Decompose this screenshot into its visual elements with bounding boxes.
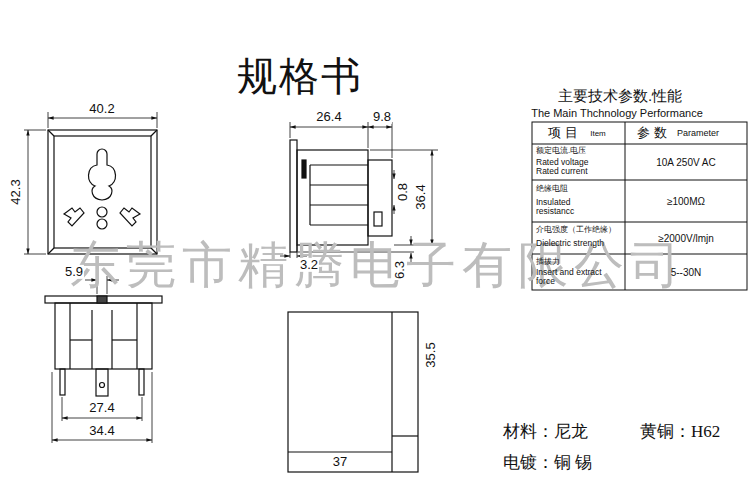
front-view: [151, 130, 157, 136]
dimension: 5.9: [64, 265, 84, 279]
front-view: [88, 149, 115, 200]
dimension-lines: [290, 122, 291, 138]
dimension-lines: [152, 372, 153, 443]
table-cell: 介电强度（工作绝缘）: [536, 226, 616, 234]
side-view: [310, 164, 368, 165]
dimension: 0.8: [396, 182, 410, 202]
table-cell: Dielectric strength: [536, 239, 604, 248]
table-heading: The Main Thchnology Performance: [531, 107, 703, 119]
bottom-view: [96, 369, 108, 396]
front-view: [97, 207, 107, 217]
bottom-view: [69, 303, 70, 369]
dimension-lines: [157, 112, 158, 128]
spec-table: [532, 144, 747, 145]
side-view: [290, 140, 297, 252]
dimension: 9.8: [372, 110, 392, 124]
table-cell: Insert and extract force: [536, 268, 616, 287]
dimension-lines: [394, 170, 395, 179]
front-view: [48, 130, 54, 136]
dimension-lines: [62, 397, 63, 421]
material-note: 黄铜：H62: [640, 423, 720, 442]
dimension-lines: [370, 150, 438, 151]
table-cell: 5--30N: [671, 267, 702, 278]
front-view: [48, 130, 157, 254]
dimension: 34.4: [88, 424, 115, 438]
dimension-lines: [62, 418, 142, 419]
table-cell: Insulated resistancc: [536, 198, 596, 217]
package-view: [288, 312, 418, 472]
dimension-lines: [52, 372, 53, 443]
dimension-lines: [368, 122, 369, 148]
dimension-lines: [394, 205, 395, 214]
table-cell: 参 数: [637, 126, 667, 140]
dimension-lines: [28, 130, 29, 254]
dimension: 26.4: [315, 110, 342, 124]
plating-note: 电镀：铜 锡: [503, 454, 592, 473]
side-view: [310, 204, 368, 205]
table-heading: 主要技术参数.性能: [558, 88, 682, 105]
dimension: 36.4: [414, 183, 428, 210]
table-cell: Parameter: [677, 129, 719, 139]
table-cell: Item: [590, 130, 606, 139]
front-view: [48, 248, 54, 254]
table-cell: Rated voltage Rated current: [536, 158, 598, 177]
side-view: [310, 184, 368, 185]
bottom-view: [70, 339, 92, 340]
dimension-lines: [142, 397, 143, 421]
front-view: [48, 130, 157, 254]
bottom-view: [100, 383, 105, 388]
dimension: 40.2: [88, 102, 115, 116]
bottom-view: [97, 296, 107, 303]
package-view: [288, 312, 418, 472]
table-cell: ≥2000V/lmjn: [658, 233, 714, 244]
table-cell: ≥100MΩ: [667, 196, 705, 207]
dimension-lines: [48, 118, 157, 119]
dimension-lines: [290, 127, 368, 128]
bottom-view: [112, 339, 137, 340]
side-view: [290, 140, 392, 252]
material-note: 材料：尼龙: [503, 423, 588, 442]
table-cell: 额定电流.电压: [536, 147, 586, 156]
side-view: [310, 224, 368, 225]
side-view: [309, 165, 310, 225]
spec-table: [532, 180, 747, 181]
table-cell: 插拔力: [536, 258, 560, 267]
dimension-lines: [24, 254, 46, 255]
table-cell: 绝缘电阻: [536, 185, 568, 194]
bottom-view: [139, 369, 144, 395]
dimension: 6.3: [393, 260, 407, 280]
dimension: 35.5: [424, 341, 438, 368]
dimension-lines: [432, 150, 433, 245]
page-title: 规格书: [237, 55, 363, 99]
dimension-lines: [24, 130, 46, 131]
bottom-view: [136, 303, 137, 369]
bottom-view: [45, 296, 162, 303]
dimension: 3.2: [299, 258, 319, 272]
side-view: [297, 150, 368, 245]
table-cell: 10A 250V AC: [656, 157, 716, 168]
front-view: [54, 136, 151, 248]
bottom-view: [45, 296, 162, 396]
side-view: [368, 160, 392, 236]
dimension-lines: [48, 112, 49, 128]
side-view: [374, 212, 382, 226]
package-view: [391, 312, 392, 472]
spec-table: [532, 222, 747, 223]
package-view: [392, 435, 418, 436]
front-view: [64, 208, 84, 226]
dimension: 42.3: [9, 178, 23, 205]
side-view: [302, 160, 306, 178]
dimension: 27.4: [88, 401, 115, 415]
dimension: 37: [333, 455, 347, 469]
bottom-view: [55, 303, 152, 369]
front-view: [97, 219, 107, 229]
bottom-view: [60, 369, 65, 395]
table-cell: 项 目: [548, 126, 578, 140]
dimension-lines: [368, 127, 392, 128]
dimension-lines: [52, 440, 152, 441]
package-view: [288, 451, 392, 452]
front-view: [120, 208, 140, 226]
